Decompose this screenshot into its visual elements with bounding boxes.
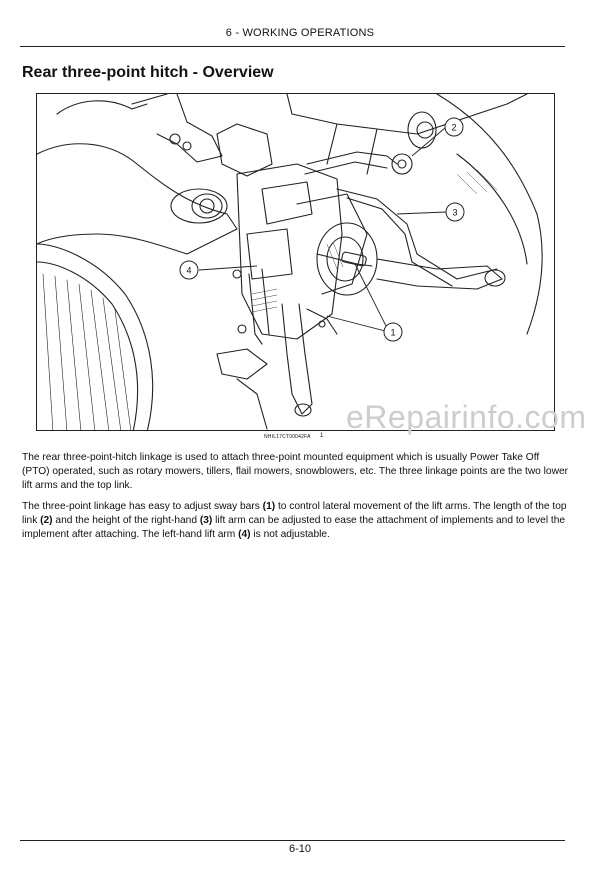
header-rule: [20, 46, 565, 47]
ref-right-lift-arm: (3): [199, 515, 213, 526]
paragraph-intro: The rear three-point-hitch linkage is us…: [22, 452, 569, 491]
text-span: is not adjustable.: [250, 529, 330, 540]
tractor-hitch-drawing: 1 2 3 4: [37, 94, 543, 430]
callout-label-2: 2: [451, 123, 456, 133]
text-span: and the height of the right-hand: [52, 515, 200, 526]
watermark: eRepairinfo.com: [346, 399, 587, 435]
text-span: to control lateral movement of the lift …: [22, 501, 567, 526]
callout-circle-4: [179, 260, 199, 280]
text-span: lift arm can be adjusted to ease the att…: [22, 515, 566, 540]
ref-left-lift-arm: (4): [238, 529, 251, 540]
callout-label-1: 1: [390, 328, 395, 338]
figure-number: 1: [320, 433, 324, 439]
text-span: The three-point linkage has easy to adju…: [22, 501, 263, 512]
figure-id: NHIL17CT00042FA: [264, 434, 311, 440]
leader-line-1b: [326, 315, 390, 333]
page-title: Rear three-point hitch - Overview: [22, 64, 274, 81]
leader-line-2: [411, 127, 446, 157]
callout-circle-2: [444, 117, 464, 137]
leader-line-4: [198, 265, 258, 271]
ref-sway-bars: (1): [262, 501, 276, 512]
footer-rule: [20, 840, 565, 841]
callout-circle-1: [383, 322, 403, 342]
page-number: 6-10: [288, 843, 312, 855]
ref-top-link: (2): [40, 515, 53, 526]
running-header: 6 - WORKING OPERATIONS: [225, 27, 375, 39]
callout-circle-3: [445, 202, 465, 222]
hitch-illustration: 1 2 3 4: [36, 93, 555, 431]
paragraph-adjustment: The three-point linkage has easy to adju…: [22, 500, 568, 542]
callout-label-3: 3: [452, 208, 457, 218]
callout-label-4: 4: [186, 266, 191, 276]
leader-line-1a: [354, 263, 390, 333]
leader-line-3: [396, 211, 447, 215]
